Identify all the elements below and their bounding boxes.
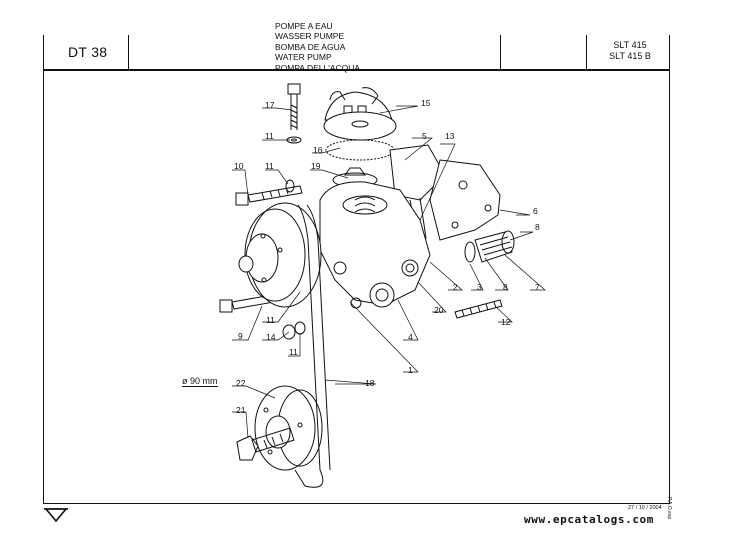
title-fr: POMPE A EAU — [275, 21, 333, 31]
callout-20: 20 — [434, 305, 444, 315]
callout-8-top: 8 — [535, 222, 540, 232]
callout-7: 7 — [535, 282, 540, 292]
callout-6: 6 — [533, 206, 538, 216]
print-date: 27 / 10 / 2004 — [628, 505, 662, 511]
callout-21: 21 — [236, 405, 246, 415]
leader-lines — [232, 105, 546, 439]
callout-5: 5 — [422, 131, 427, 141]
pump-body-drawing — [319, 181, 431, 309]
callout-16: 16 — [313, 145, 323, 155]
callout-8-bottom: 8 — [503, 282, 508, 292]
callout-11-bolt: 11 — [265, 161, 274, 171]
title-de: WASSER PUMPE — [275, 31, 345, 42]
title-it: POMPA DELL'ACQUA — [275, 62, 361, 73]
title-es: BOMBA DE AGUA — [275, 41, 346, 52]
side-mark: P.A.O.exp — [666, 497, 672, 520]
frame-bottom — [43, 503, 670, 504]
callout-3: 3 — [477, 282, 482, 292]
title-en: WATER PUMP — [275, 52, 332, 63]
callout-17: 17 — [265, 100, 275, 110]
pulley-diameter-label: ø 90 mm — [182, 376, 218, 387]
thermostat-housing-15-drawing — [323, 87, 397, 161]
bracket-6-drawing — [429, 159, 501, 241]
callout-11-top: 11 — [265, 131, 274, 141]
callout-15: 15 — [421, 98, 431, 108]
website-link[interactable]: www.epcatalogs.com — [524, 513, 655, 526]
callout-12: 12 — [501, 317, 511, 327]
next-page-button[interactable] — [42, 505, 70, 525]
header-bottom-rule — [43, 69, 670, 71]
pump-pulley-drawing — [238, 202, 322, 308]
model-list: SLT 415 SLT 415 B — [600, 40, 660, 62]
callout-2: 2 — [453, 282, 458, 292]
callout-1: 1 — [408, 365, 413, 375]
callout-22: 22 — [236, 378, 246, 388]
callout-11-low: 11 — [289, 347, 298, 357]
header-divider-3 — [586, 35, 587, 70]
header-divider-2 — [500, 35, 501, 70]
hose-fitting-drawing — [464, 230, 515, 263]
washer-11-drawing — [294, 321, 306, 335]
callout-11-mid: 11 — [266, 315, 275, 325]
bolt-17-drawing — [286, 83, 302, 144]
model-2: SLT 415 B — [609, 51, 651, 61]
callout-13: 13 — [445, 131, 455, 141]
drive-belt-18-drawing — [294, 204, 331, 488]
bolt-21-drawing — [236, 427, 295, 461]
stud-12-drawing — [454, 299, 503, 319]
frame-right — [669, 69, 670, 504]
callout-14: 14 — [266, 332, 276, 342]
frame-left — [43, 69, 44, 504]
callout-9: 9 — [238, 331, 243, 341]
header-divider-1 — [128, 35, 129, 70]
callout-10: 10 — [234, 161, 244, 171]
bolt-10-drawing — [235, 179, 303, 206]
page-code: DT 38 — [68, 44, 108, 60]
model-1: SLT 415 — [613, 40, 647, 50]
callout-19: 19 — [311, 161, 321, 171]
callout-4: 4 — [408, 332, 413, 342]
title-list: POMPE A EAU WASSER PUMPE BOMBA DE AGUA W… — [275, 21, 360, 73]
header-right-edge — [669, 35, 670, 70]
header-top-left-tick — [43, 35, 44, 70]
callout-18: 18 — [365, 378, 375, 388]
washer-14-drawing — [282, 324, 296, 340]
